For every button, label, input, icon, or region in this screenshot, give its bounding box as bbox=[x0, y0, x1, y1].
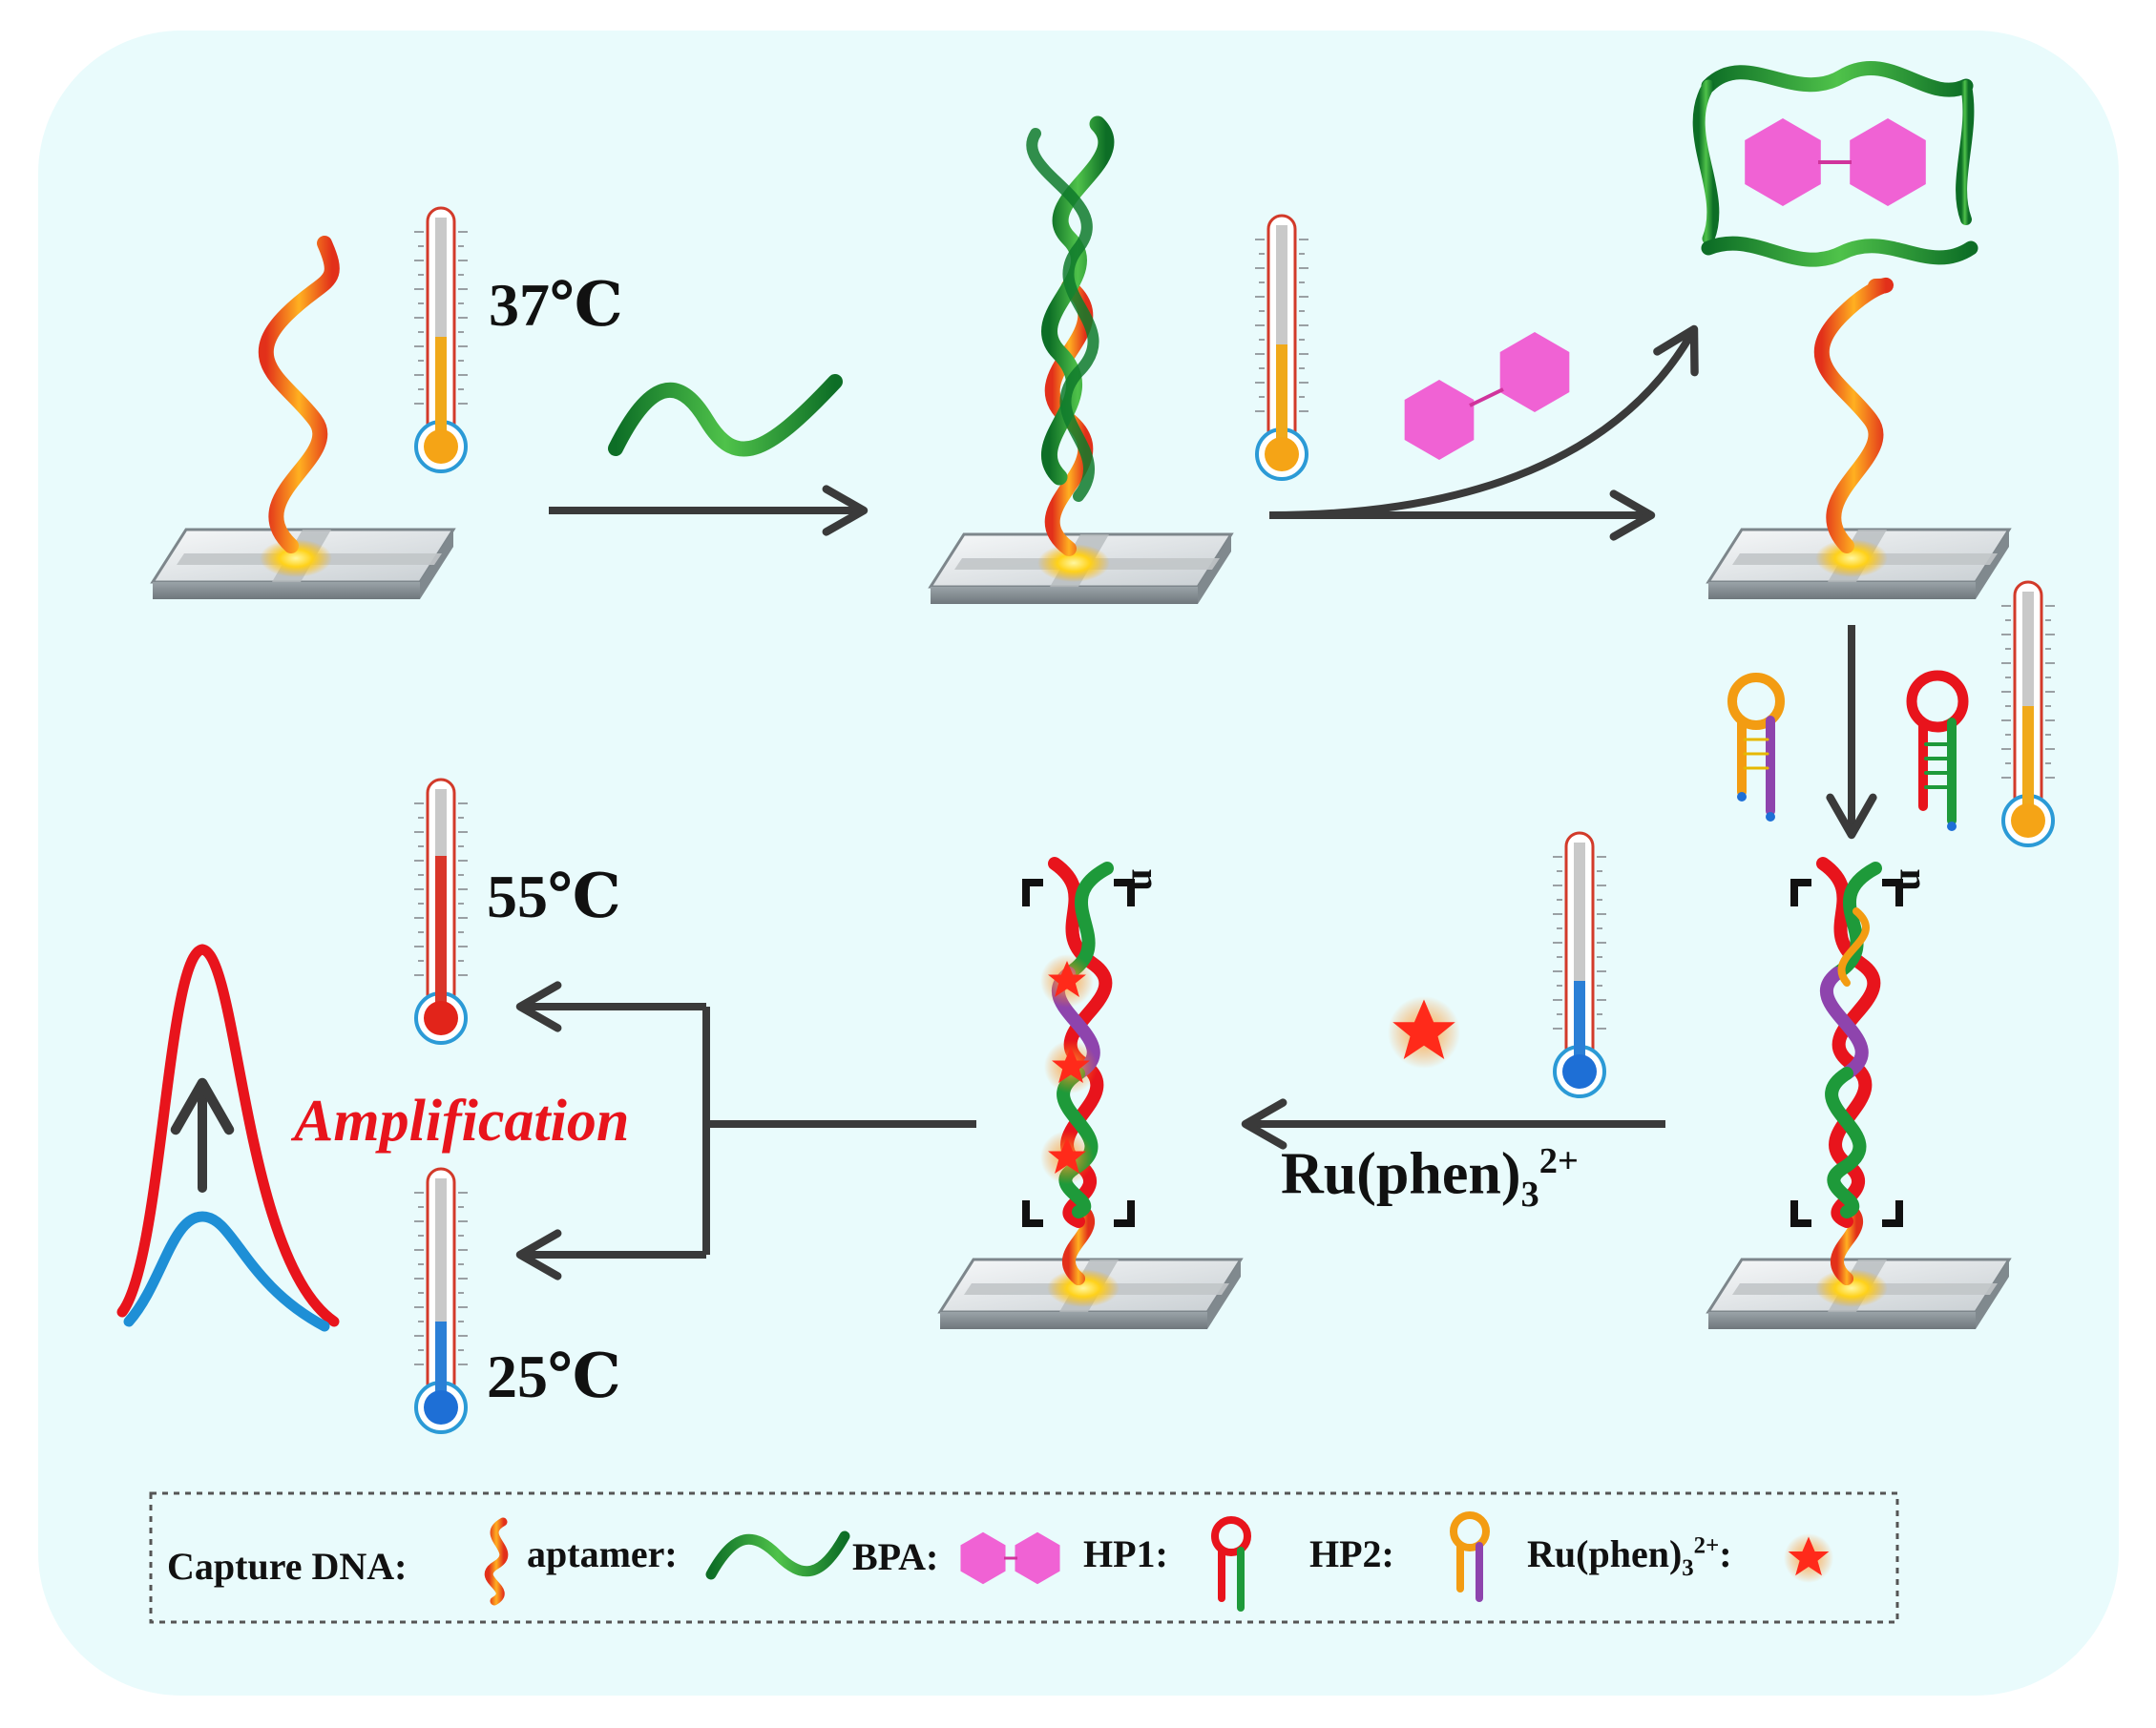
hcr-duplex-step4 bbox=[1816, 857, 1882, 1285]
legend-ru-superscript: 2+ bbox=[1693, 1532, 1720, 1559]
legend-capture-dna-icon bbox=[484, 1517, 509, 1606]
capture-dna-strand-step3 bbox=[1813, 277, 1894, 553]
electrode-chip-step4 bbox=[1706, 1258, 2011, 1331]
electrode-chip-step1 bbox=[151, 528, 455, 601]
repeat-index-n-step5: n bbox=[1122, 868, 1167, 891]
amplification-label: Amplification bbox=[294, 1089, 630, 1154]
legend-hp2-label: HP2: bbox=[1309, 1532, 1394, 1575]
thermometer-icon-step3 bbox=[1999, 580, 2057, 847]
legend-aptamer-label: aptamer: bbox=[527, 1532, 678, 1575]
legend-capture-dna-label: Capture DNA: bbox=[167, 1545, 408, 1588]
thermometer-icon-25c bbox=[412, 1167, 470, 1434]
legend-hp1-icon bbox=[1211, 1516, 1251, 1612]
thermometer-icon-55c bbox=[412, 778, 470, 1045]
repeat-bracket-step4 bbox=[1790, 879, 1903, 1227]
hairpin-dna-icon-hp2 bbox=[1727, 673, 1785, 822]
legend-bpa-icon bbox=[960, 1531, 1060, 1585]
legend-box bbox=[149, 1491, 1899, 1624]
legend-ru-subscript: 3 bbox=[1682, 1555, 1694, 1581]
legend-ru-label: Ru(phen)32+: bbox=[1527, 1531, 1732, 1582]
capture-dna-strand-step1 bbox=[258, 236, 340, 553]
ru-phen-subscript: 3 bbox=[1520, 1175, 1539, 1216]
repeat-bracket-step5 bbox=[1022, 879, 1135, 1227]
star-icon-ru-complex bbox=[1388, 996, 1460, 1069]
legend-star-icon bbox=[1784, 1533, 1833, 1583]
dna-duplex-step2 bbox=[1026, 115, 1115, 556]
arrow-release-aptamer-bpa bbox=[1268, 324, 1699, 519]
thermometer-icon-37c bbox=[412, 206, 470, 473]
temperature-label-25c: 25℃ bbox=[487, 1343, 621, 1410]
signal-peak-curves bbox=[116, 944, 340, 1332]
ru-phen-prefix: Ru(phen) bbox=[1281, 1141, 1521, 1207]
ru-stars-intercalated bbox=[1040, 954, 1098, 1184]
legend-ru-colon: : bbox=[1719, 1532, 1732, 1575]
aptamer-strand-icon bbox=[608, 374, 843, 457]
thermometer-icon-step2 bbox=[1253, 214, 1310, 481]
hairpin-dna-icon-hp1 bbox=[1906, 670, 1969, 831]
temperature-label-37c: 37℃ bbox=[489, 271, 623, 339]
legend-bpa-label: BPA: bbox=[852, 1535, 939, 1578]
ru-phen-label: Ru(phen)32+ bbox=[1281, 1140, 1579, 1216]
repeat-index-n-step4: n bbox=[1891, 868, 1936, 891]
aptamer-bpa-complex bbox=[1692, 60, 1978, 267]
branch-arrow-temperatures bbox=[515, 981, 976, 1280]
legend-aptamer-icon bbox=[705, 1530, 850, 1580]
temperature-label-55c: 55℃ bbox=[487, 863, 621, 930]
electrode-chip-step2 bbox=[929, 532, 1233, 606]
legend-ru-prefix: Ru(phen) bbox=[1527, 1532, 1683, 1575]
ru-phen-superscript: 2+ bbox=[1539, 1141, 1579, 1181]
legend-hp2-icon bbox=[1450, 1511, 1490, 1602]
thermometer-icon-step4 bbox=[1551, 831, 1608, 1098]
bpa-molecule-icon bbox=[1404, 332, 1570, 460]
electrode-chip-step3 bbox=[1706, 528, 2011, 601]
electrode-chip-step5 bbox=[938, 1258, 1243, 1331]
legend-hp1-label: HP1: bbox=[1083, 1532, 1168, 1575]
